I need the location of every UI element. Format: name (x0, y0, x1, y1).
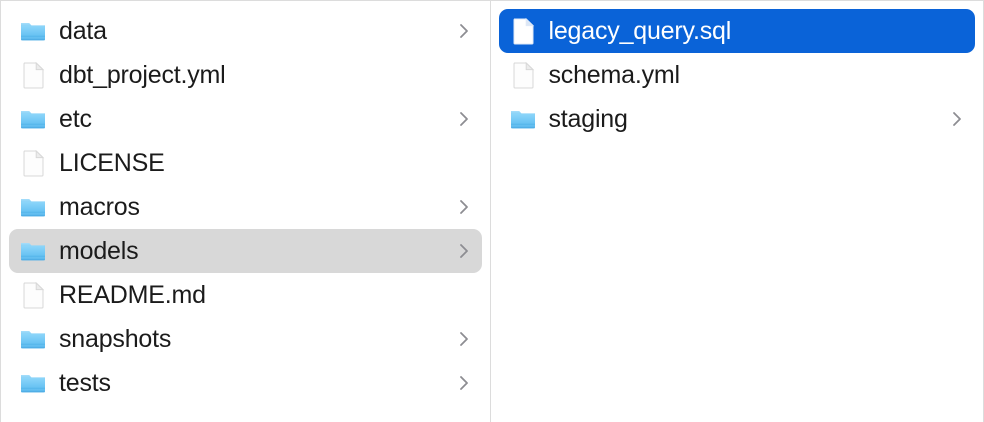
folder-row[interactable]: staging (499, 97, 976, 141)
document-icon (509, 16, 537, 46)
folder-row[interactable]: snapshots (9, 317, 482, 361)
chevron-right-icon[interactable] (458, 242, 470, 260)
file-name-label: LICENSE (59, 149, 165, 177)
document-icon (19, 280, 47, 310)
file-row[interactable]: legacy_query.sql (498, 9, 975, 53)
folder-icon (19, 192, 47, 222)
file-row[interactable]: schema.yml (499, 53, 976, 97)
folder-name-label: models (59, 237, 139, 265)
folder-icon (509, 104, 537, 134)
folder-row[interactable]: tests (9, 361, 482, 405)
file-row[interactable]: README.md (9, 273, 482, 317)
file-name-label: dbt_project.yml (59, 61, 226, 89)
folder-icon (19, 324, 47, 354)
folder-row[interactable]: etc (9, 97, 482, 141)
folder-row[interactable]: models (9, 229, 482, 273)
chevron-right-icon[interactable] (951, 110, 963, 128)
folder-row[interactable]: data (9, 9, 482, 53)
document-icon (19, 60, 47, 90)
file-name-label: schema.yml (548, 61, 681, 89)
folder-icon (19, 16, 47, 46)
chevron-right-icon[interactable] (458, 330, 470, 348)
folder-icon (19, 236, 47, 266)
folder-name-label: etc (59, 105, 92, 133)
folder-icon (19, 368, 47, 398)
chevron-right-icon[interactable] (458, 198, 470, 216)
folder-icon (19, 104, 47, 134)
file-row[interactable]: LICENSE (9, 141, 482, 185)
file-name-label: README.md (59, 281, 206, 309)
folder-name-label: snapshots (59, 325, 172, 353)
folder-name-label: macros (59, 193, 140, 221)
chevron-right-icon[interactable] (458, 374, 470, 392)
folder-name-label: staging (548, 105, 628, 133)
file-name-label: legacy_query.sql (548, 17, 732, 45)
document-icon (509, 60, 537, 90)
folder-name-label: tests (59, 369, 111, 397)
file-row[interactable]: dbt_project.yml (9, 53, 482, 97)
chevron-right-icon[interactable] (458, 110, 470, 128)
chevron-right-icon[interactable] (458, 22, 470, 40)
document-icon (19, 148, 47, 178)
file-column-child[interactable]: legacy_query.sql schema.yml staging (491, 1, 984, 422)
folder-row[interactable]: macros (9, 185, 482, 229)
folder-name-label: data (59, 17, 107, 45)
